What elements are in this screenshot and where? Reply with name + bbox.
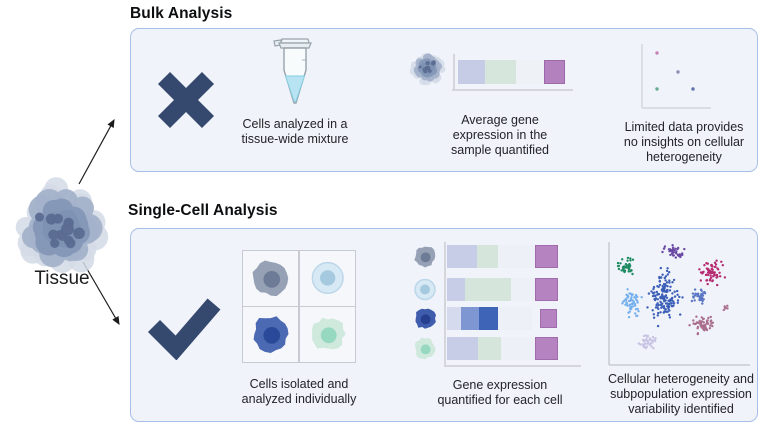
heatmap-segment [479, 307, 499, 330]
checkmark-icon [147, 298, 221, 360]
isolated-cells-grid [242, 250, 356, 363]
bulk-title: Bulk Analysis [130, 5, 233, 22]
heatmap-segment [447, 337, 479, 360]
grid-cell [299, 307, 355, 362]
mini-tissue-icon [409, 53, 446, 86]
grid-cell [243, 307, 299, 362]
heatmap-xaxis [444, 365, 581, 367]
tissue-label: Tissue [34, 268, 90, 289]
bulk-bar [458, 60, 565, 84]
bulk-caption-bar: Average gene expression in the sample qu… [451, 113, 549, 157]
heatmap-yaxis [444, 242, 446, 366]
heatmap-segment [447, 278, 465, 301]
heatmap-segment [498, 245, 535, 268]
heatmap-segment [498, 307, 533, 330]
heatmap-bar [447, 245, 558, 268]
heatmap-segment [532, 307, 540, 330]
heatmap-segment [476, 245, 499, 268]
bulk-bar-yaxis [453, 54, 455, 89]
heatmap [405, 238, 583, 372]
heatmap-segment [534, 337, 558, 360]
heatmap-segment [534, 278, 558, 301]
single-title: Single-Cell Analysis [128, 202, 278, 219]
heatmap-cell-icon [414, 246, 436, 268]
heatmap-row [405, 337, 558, 360]
lightblue-cell-icon [311, 261, 344, 295]
bulk-bar-chart [445, 48, 575, 93]
arrow-to-bulk-icon [78, 118, 115, 185]
heatmap-bar [447, 337, 558, 360]
bulk-bar-segment [458, 60, 485, 84]
tissue-blob-icon [15, 177, 109, 273]
heatmap-cell-icon [414, 337, 436, 360]
limited-scatter-plot [641, 44, 711, 109]
heatmap-bar [447, 278, 558, 301]
heatmap-cell-icon [415, 308, 436, 329]
x-cross-icon [157, 71, 215, 129]
bulk-caption-limited: Limited data provides no insights on cel… [623, 120, 745, 164]
grid-cell [299, 251, 355, 306]
bulk-caption-tube: Cells analyzed in a tissue-wide mixture [241, 117, 349, 146]
heatmap-segment [464, 278, 512, 301]
heatmap-row [405, 245, 558, 268]
heatmap-row [405, 307, 558, 330]
limited-dots [655, 51, 695, 91]
blue-cell-icon [253, 316, 289, 354]
single-caption-tsne: Cellular heterogeneity and subpopulation… [608, 372, 754, 416]
heatmap-segment [478, 337, 502, 360]
heatmap-segment [534, 245, 558, 268]
bulk-bar-segment [515, 60, 544, 84]
bulk-bar-segment [543, 60, 565, 84]
bulk-bar-segment [484, 60, 516, 84]
tsne-cluster-plot [608, 242, 750, 366]
heatmap-segment [501, 337, 535, 360]
microcentrifuge-tube-icon [273, 38, 312, 104]
heatmap-segment [447, 307, 462, 330]
heatmap-segment [447, 245, 477, 268]
grid-cell [243, 251, 299, 306]
single-caption-grid: Cells isolated and analyzed individually [241, 377, 357, 406]
tsne-dots [616, 244, 729, 350]
heatmap-row [405, 278, 558, 301]
bulk-panel [130, 28, 758, 172]
teal-cell-icon [311, 317, 346, 350]
heatmap-segment [461, 307, 480, 330]
heatmap-cell-icon [414, 278, 436, 301]
heatmap-segment [511, 278, 535, 301]
bulk-bar-xaxis [452, 89, 573, 91]
heatmap-bar [447, 307, 558, 330]
single-caption-heatmap: Gene expression quantified for each cell [437, 378, 563, 407]
heatmap-segment [540, 309, 557, 328]
arrow-to-single-icon [82, 261, 120, 326]
gray-cell-icon [252, 260, 289, 297]
